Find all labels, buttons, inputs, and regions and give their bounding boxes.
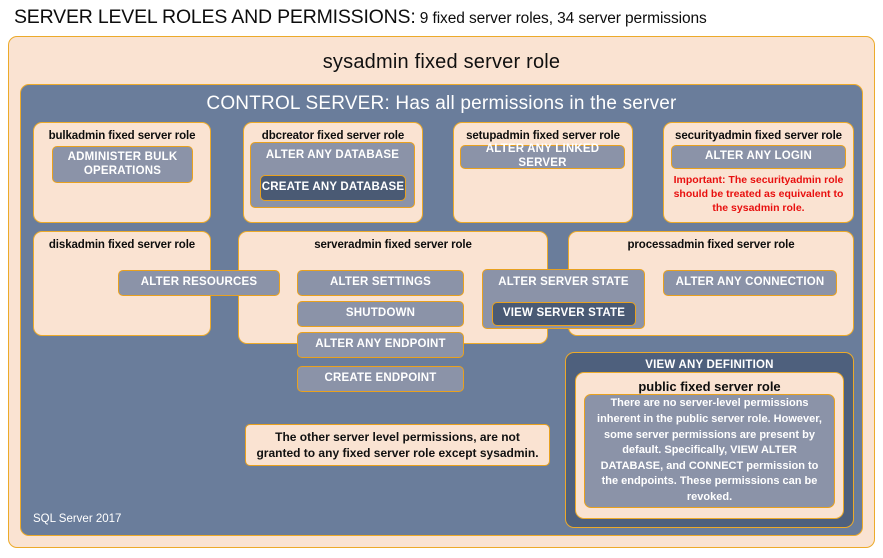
permission-alter-any-linked-server: ALTER ANY LINKED SERVER — [460, 143, 625, 169]
permission-alter-any-endpoint: ALTER ANY ENDPOINT — [297, 332, 464, 358]
note-other-permissions: The other server level permissions, are … — [245, 424, 550, 466]
footer-version-label: SQL Server 2017 — [33, 513, 122, 525]
role-title-processadmin: processadmin fixed server role — [627, 239, 795, 251]
permission-shutdown: SHUTDOWN — [297, 301, 464, 327]
role-title-dbcreator: dbcreator fixed server role — [261, 130, 405, 142]
permission-create-endpoint: CREATE ENDPOINT — [297, 366, 464, 392]
control-server-label: CONTROL SERVER: Has all permissions in t… — [206, 93, 677, 114]
page-title-rest: 9 fixed server roles, 34 server permissi… — [415, 10, 707, 27]
securityadmin-warning-text: Important: The securityadmin role should… — [673, 174, 844, 214]
public-role-description: There are no server-level permissions in… — [584, 394, 835, 508]
sysadmin-role-label: sysadmin fixed server role — [322, 51, 561, 73]
role-title-bulkadmin: bulkadmin fixed server role — [48, 130, 196, 142]
role-title-serveradmin: serveradmin fixed server role — [314, 239, 472, 251]
permission-alter-resources: ALTER RESOURCES — [118, 270, 280, 296]
permission-alter-any-login: ALTER ANY LOGIN — [671, 145, 846, 169]
role-card-setupadmin: setupadmin fixed server role — [453, 122, 633, 223]
role-title-setupadmin: setupadmin fixed server role — [466, 130, 620, 142]
permission-administer-bulk-operations: ADMINISTER BULK OPERATIONS — [52, 146, 193, 183]
permission-view-server-state: VIEW SERVER STATE — [492, 302, 636, 326]
permission-alter-any-database-label: ALTER ANY DATABASE — [265, 149, 400, 161]
role-title-diskadmin: diskadmin fixed server role — [48, 239, 196, 251]
permission-alter-server-state-label: ALTER SERVER STATE — [498, 276, 629, 288]
role-title-public: public fixed server role — [638, 379, 781, 394]
permission-view-any-definition-label: VIEW ANY DEFINITION — [645, 359, 774, 371]
permission-alter-any-connection: ALTER ANY CONNECTION — [663, 270, 837, 296]
permission-alter-settings: ALTER SETTINGS — [297, 270, 464, 296]
permission-create-any-database: CREATE ANY DATABASE — [260, 175, 406, 201]
role-title-securityadmin: securityadmin fixed server role — [675, 130, 842, 142]
page-title: SERVER LEVEL ROLES AND PERMISSIONS: 9 fi… — [14, 6, 874, 32]
page-title-strong: SERVER LEVEL ROLES AND PERMISSIONS: — [14, 6, 416, 28]
role-card-securityadmin: securityadmin fixed server role — [663, 122, 854, 223]
